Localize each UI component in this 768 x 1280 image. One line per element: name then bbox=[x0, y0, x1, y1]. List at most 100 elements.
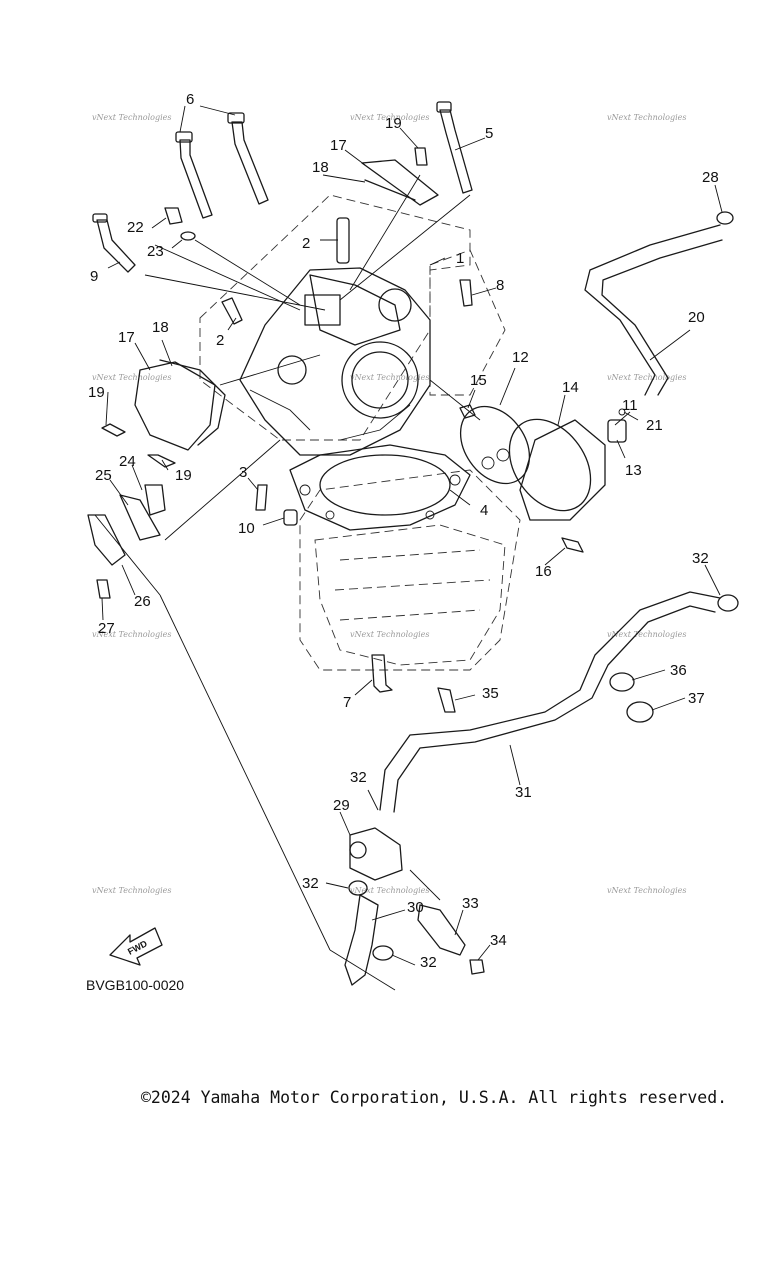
bolt-22 bbox=[164, 207, 183, 225]
clip-28 bbox=[716, 211, 734, 225]
cylinder-head bbox=[239, 267, 431, 456]
guides bbox=[87, 484, 166, 566]
callout-22: 22 bbox=[127, 219, 144, 236]
callout-34: 34 bbox=[490, 932, 507, 949]
callout-7: 7 bbox=[343, 694, 351, 711]
watermark: vNext Technologies bbox=[92, 373, 171, 382]
leader-lines bbox=[101, 105, 723, 966]
cylinder-block bbox=[314, 524, 506, 666]
watermark: vNext Technologies bbox=[350, 630, 429, 639]
bolt-7 bbox=[371, 654, 393, 693]
callout-24: 24 bbox=[119, 453, 136, 470]
dowel-2-top bbox=[336, 217, 350, 264]
bolt-15 bbox=[459, 404, 476, 419]
bolt-19-left bbox=[101, 423, 126, 437]
callout-35: 35 bbox=[482, 685, 499, 702]
bolt-16 bbox=[561, 537, 584, 553]
watermark: vNext Technologies bbox=[350, 113, 429, 122]
valve-29 bbox=[349, 827, 403, 881]
clamps bbox=[348, 594, 739, 961]
callout-32: 32 bbox=[302, 875, 319, 892]
diagram-code: BVGB100-0020 bbox=[86, 977, 185, 993]
callout-26: 26 bbox=[134, 593, 151, 610]
watermark: vNext Technologies bbox=[92, 630, 171, 639]
callout-31: 31 bbox=[515, 784, 532, 801]
callout-16: 16 bbox=[535, 563, 552, 580]
small-fasteners bbox=[96, 147, 584, 975]
callout-2: 2 bbox=[302, 235, 310, 252]
callout-32: 32 bbox=[350, 769, 367, 786]
phantom-lines bbox=[94, 174, 481, 991]
watermark: vNext Technologies bbox=[92, 113, 171, 122]
valve-assembly bbox=[344, 687, 466, 986]
plate-12 bbox=[459, 405, 531, 485]
watermark: vNext Technologies bbox=[350, 373, 429, 382]
hose-20 bbox=[584, 224, 721, 396]
callout-23: 23 bbox=[147, 243, 164, 260]
watermark: vNext Technologies bbox=[607, 886, 686, 895]
gasket-18-top bbox=[364, 179, 416, 201]
callout-36: 36 bbox=[670, 662, 687, 679]
intake-parts bbox=[459, 405, 627, 521]
spark-plug bbox=[92, 213, 136, 273]
fwd-arrow: FWD bbox=[109, 927, 163, 966]
clamp-36 bbox=[609, 672, 635, 692]
bolt-8 bbox=[459, 279, 473, 307]
callout-20: 20 bbox=[688, 309, 705, 326]
breather-hose bbox=[584, 211, 734, 416]
callout-14: 14 bbox=[562, 379, 579, 396]
callout-30: 30 bbox=[407, 899, 424, 916]
head-bolts bbox=[175, 101, 473, 219]
part-25 bbox=[119, 494, 161, 541]
head-side-outline bbox=[429, 249, 506, 396]
callout-17: 17 bbox=[330, 137, 347, 154]
callout-25: 25 bbox=[95, 467, 112, 484]
bolt-19-top bbox=[414, 147, 428, 166]
bolt-19-lower bbox=[147, 454, 176, 468]
hose-30 bbox=[344, 894, 379, 986]
nipple-13 bbox=[607, 419, 627, 443]
callout-12: 12 bbox=[512, 349, 529, 366]
callout-4: 4 bbox=[480, 502, 488, 519]
watermarks: vNext Technologies vNext Technologies vN… bbox=[92, 113, 686, 895]
callout-8: 8 bbox=[496, 277, 504, 294]
joint-11 bbox=[519, 419, 606, 521]
watermark: vNext Technologies bbox=[607, 113, 686, 122]
clamp-37 bbox=[626, 701, 654, 723]
gasket-18-left bbox=[159, 359, 226, 446]
watermark: vNext Technologies bbox=[350, 886, 429, 895]
callout-6: 6 bbox=[186, 91, 194, 108]
clamp-32-top bbox=[717, 594, 739, 612]
callout-10: 10 bbox=[238, 520, 255, 537]
callout-17: 17 bbox=[118, 329, 135, 346]
stud-3 bbox=[255, 484, 268, 511]
callout-9: 9 bbox=[90, 268, 98, 285]
callout-19: 19 bbox=[385, 115, 402, 132]
clip-21 bbox=[618, 408, 626, 416]
clamp-32-bottom bbox=[372, 945, 394, 961]
part-24 bbox=[144, 484, 166, 516]
head-gasket bbox=[289, 444, 471, 531]
bolt-27 bbox=[96, 579, 111, 599]
callout-28: 28 bbox=[702, 169, 719, 186]
watermark: vNext Technologies bbox=[92, 886, 171, 895]
callout-2: 2 bbox=[216, 332, 224, 349]
assembly-outlines bbox=[199, 194, 521, 671]
callout-5: 5 bbox=[485, 125, 493, 142]
hose-31 bbox=[379, 591, 721, 813]
washer-23 bbox=[180, 231, 196, 241]
callout-15: 15 bbox=[470, 372, 487, 389]
oring-14 bbox=[508, 418, 592, 512]
bolt-34 bbox=[469, 959, 485, 975]
callouts: 1 2 2 3 4 5 6 7 8 9 10 11 12 13 14 15 16… bbox=[88, 91, 719, 971]
callout-18: 18 bbox=[152, 319, 169, 336]
bracket-33 bbox=[417, 904, 466, 956]
callout-13: 13 bbox=[625, 462, 642, 479]
callout-32: 32 bbox=[692, 550, 709, 567]
copyright-notice: ©2024 Yamaha Motor Corporation, U.S.A. A… bbox=[141, 1088, 728, 1107]
callout-18: 18 bbox=[312, 159, 329, 176]
clamp-32-mid bbox=[348, 880, 368, 896]
callout-37: 37 bbox=[688, 690, 705, 707]
callout-1: 1 bbox=[456, 250, 464, 267]
